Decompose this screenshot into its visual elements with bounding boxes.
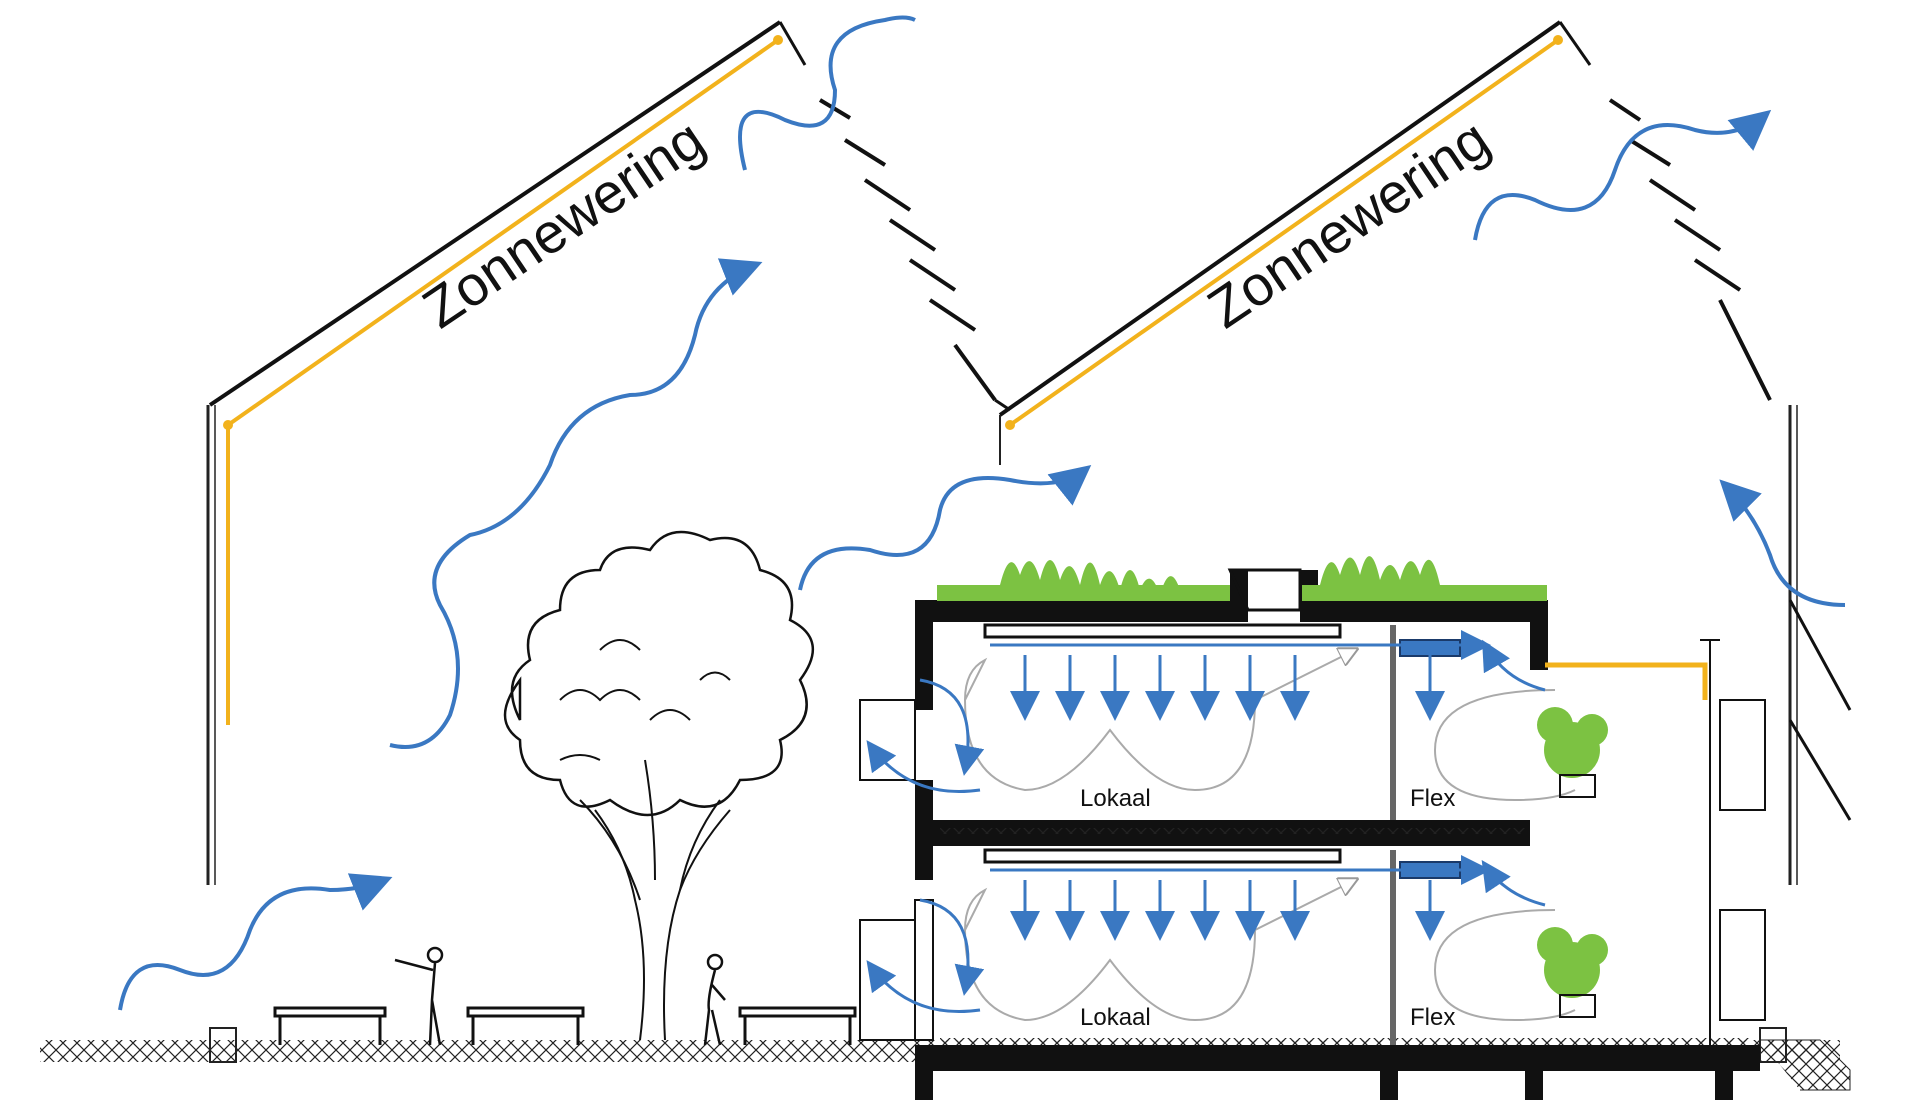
label-flex-lower: Flex: [1410, 1004, 1455, 1031]
louvers-right: [1608, 98, 1772, 401]
outdoor-airflow: [118, 15, 1846, 1011]
sunshade-line-right: [1008, 38, 1560, 427]
louvers-left: [818, 98, 997, 402]
label-flex-upper: Flex: [1410, 785, 1455, 812]
sunshade-line-left: [226, 38, 780, 427]
green-roof-left: [937, 585, 1230, 601]
air-unit-upper: [1399, 639, 1461, 657]
people: [394, 946, 726, 1046]
label-lokaal-upper: Lokaal: [1080, 785, 1151, 812]
building: [859, 556, 1766, 1100]
roof-left: [206, 20, 1011, 885]
plants: [1537, 707, 1608, 1018]
return-air-loops: [963, 650, 1576, 1022]
roof-right: [998, 20, 1852, 885]
green-roof-right: [1302, 585, 1547, 601]
tree: [503, 530, 815, 1041]
benches: [273, 1006, 857, 1045]
supply-air: [866, 630, 1546, 1014]
label-zonnewering-left: Zonnewering: [411, 107, 715, 340]
label-lokaal-lower: Lokaal: [1080, 1004, 1151, 1031]
label-zonnewering-right: Zonnewering: [1196, 107, 1500, 340]
